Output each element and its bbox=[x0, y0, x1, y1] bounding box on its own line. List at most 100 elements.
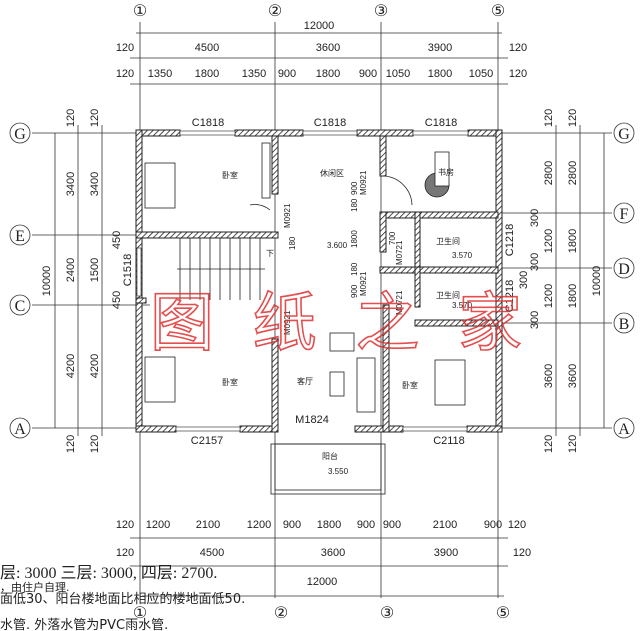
room-label-study: 书房 bbox=[438, 167, 454, 177]
svg-text:120: 120 bbox=[508, 519, 526, 531]
svg-text:120: 120 bbox=[116, 547, 134, 559]
door-swing-icon bbox=[249, 204, 271, 211]
svg-text:900: 900 bbox=[278, 68, 296, 80]
svg-text:3600: 3600 bbox=[321, 547, 345, 559]
svg-text:3900: 3900 bbox=[428, 42, 452, 54]
svg-text:120: 120 bbox=[567, 109, 579, 127]
axis-E-left: E bbox=[15, 228, 25, 245]
axis-G-right: G bbox=[618, 126, 630, 143]
svg-text:300: 300 bbox=[529, 253, 541, 271]
svg-text:1050: 1050 bbox=[386, 68, 410, 80]
svg-text:120: 120 bbox=[116, 68, 134, 80]
svg-text:1350: 1350 bbox=[148, 68, 172, 80]
svg-text:1800: 1800 bbox=[316, 68, 340, 80]
svg-text:900: 900 bbox=[484, 519, 502, 531]
axis-bubble-bottom-3: ③ bbox=[380, 605, 394, 622]
svg-text:1800: 1800 bbox=[567, 284, 579, 308]
svg-text:2400: 2400 bbox=[65, 258, 77, 282]
axis-bubble-bottom-1: ① bbox=[133, 605, 147, 622]
svg-text:M0721: M0721 bbox=[395, 290, 404, 315]
room-label-bedroom: 卧室 bbox=[222, 170, 238, 180]
svg-text:1800: 1800 bbox=[567, 229, 579, 253]
svg-text:1200: 1200 bbox=[543, 284, 555, 308]
svg-text:②: ② bbox=[274, 605, 288, 622]
svg-text:120: 120 bbox=[116, 42, 134, 54]
axis-lines bbox=[32, 22, 612, 598]
bed-icon bbox=[144, 356, 176, 403]
top-dimensions: 12000 120 4500 3600 3900 120 120 1350 18… bbox=[116, 20, 527, 85]
axis-C-left: C bbox=[15, 298, 26, 315]
svg-text:12000: 12000 bbox=[307, 576, 338, 588]
svg-text:900: 900 bbox=[357, 519, 375, 531]
svg-text:1500: 1500 bbox=[89, 258, 101, 282]
door-labels: M0921 M0921 M0921 M0721 M0721 M0921 M182… bbox=[283, 170, 404, 426]
svg-text:1200: 1200 bbox=[247, 519, 271, 531]
svg-text:①: ① bbox=[133, 605, 147, 622]
watermark: 图纸之家 bbox=[150, 287, 522, 361]
room-label-bedroom: 卧室 bbox=[222, 377, 238, 387]
svg-text:M0721: M0721 bbox=[395, 240, 404, 265]
svg-text:120: 120 bbox=[567, 435, 579, 453]
svg-text:180: 180 bbox=[288, 236, 297, 250]
windows: C1818 C1818 C1818 C2157 C2118 bbox=[136, 117, 469, 447]
svg-text:300: 300 bbox=[529, 311, 541, 329]
svg-text:1050: 1050 bbox=[469, 68, 493, 80]
svg-text:，由住户自理.: ，由住户自理. bbox=[0, 580, 70, 594]
svg-text:700: 700 bbox=[388, 231, 397, 245]
svg-text:1200: 1200 bbox=[146, 519, 170, 531]
svg-text:1800: 1800 bbox=[350, 230, 359, 248]
svg-text:3600: 3600 bbox=[316, 42, 340, 54]
axis-bubbles: ① ② ③ ⑤ ① ② ③ ⑤ G E C A G F D B A bbox=[9, 3, 635, 622]
svg-text:1200: 1200 bbox=[543, 229, 555, 253]
room-label-bathroom: 卫生间 bbox=[436, 290, 460, 300]
door-label-m1824: M1824 bbox=[295, 414, 329, 426]
svg-text:900: 900 bbox=[383, 519, 401, 531]
bed-icon bbox=[434, 359, 466, 406]
svg-text:4200: 4200 bbox=[89, 354, 101, 378]
window-label-c1818: C1818 bbox=[192, 117, 224, 129]
svg-text:300: 300 bbox=[518, 271, 530, 289]
svg-text:10000: 10000 bbox=[591, 266, 603, 297]
svg-text:450: 450 bbox=[111, 231, 123, 249]
svg-text:120: 120 bbox=[509, 68, 527, 80]
svg-text:10000: 10000 bbox=[41, 266, 53, 297]
axis-bubble-top-2: ② bbox=[268, 3, 282, 20]
svg-text:3600: 3600 bbox=[543, 364, 555, 388]
axis-bubble-top-5: ⑤ bbox=[491, 3, 505, 20]
room-label-living: 客厅 bbox=[297, 376, 313, 386]
axis-F-right: F bbox=[620, 206, 629, 223]
right-dimensions: 120 2800 300 1200 300 300 1200 300 3600 … bbox=[504, 109, 605, 453]
window-label-c1518: C1518 bbox=[122, 254, 134, 286]
room-label-bathroom: 卫生间 bbox=[436, 236, 460, 246]
svg-text:3.570: 3.570 bbox=[452, 301, 473, 310]
staircase-icon bbox=[177, 238, 265, 300]
svg-text:2100: 2100 bbox=[196, 519, 220, 531]
svg-text:3.550: 3.550 bbox=[328, 467, 349, 476]
axis-bubble-bottom-2: ② bbox=[274, 605, 288, 622]
svg-text:②: ② bbox=[268, 3, 282, 20]
svg-text:2800: 2800 bbox=[543, 161, 555, 185]
svg-text:面低30、阳台楼地面比相应的楼地面低50.: 面低30、阳台楼地面比相应的楼地面低50. bbox=[0, 591, 245, 607]
svg-text:120: 120 bbox=[509, 42, 527, 54]
svg-text:M0921: M0921 bbox=[359, 271, 368, 296]
left-dimensions: 10000 120 3400 2400 4200 120 120 3400 45… bbox=[41, 109, 134, 453]
axis-G-left: G bbox=[14, 126, 26, 143]
svg-text:层: 3000 三层: 3000, 四层: 2700.: 层: 3000 三层: 3000, 四层: 2700. bbox=[0, 565, 217, 582]
svg-text:1800: 1800 bbox=[195, 68, 219, 80]
room-label-bedroom: 卧室 bbox=[402, 380, 418, 390]
svg-text:3400: 3400 bbox=[65, 172, 77, 196]
svg-text:2800: 2800 bbox=[567, 161, 579, 185]
svg-text:300: 300 bbox=[529, 209, 541, 227]
svg-text:M0921: M0921 bbox=[283, 203, 292, 228]
svg-text:4500: 4500 bbox=[200, 547, 224, 559]
svg-text:120: 120 bbox=[116, 519, 134, 531]
notes: 层: 3000 三层: 3000, 四层: 2700. ，由住户自理. 面低30… bbox=[0, 565, 245, 631]
svg-text:12000: 12000 bbox=[304, 20, 335, 32]
svg-text:120: 120 bbox=[89, 435, 101, 453]
svg-text:4500: 4500 bbox=[195, 42, 219, 54]
wardrobe-icon bbox=[261, 142, 271, 199]
svg-text:120: 120 bbox=[513, 547, 531, 559]
svg-text:900: 900 bbox=[350, 284, 359, 298]
svg-text:900: 900 bbox=[359, 68, 377, 80]
